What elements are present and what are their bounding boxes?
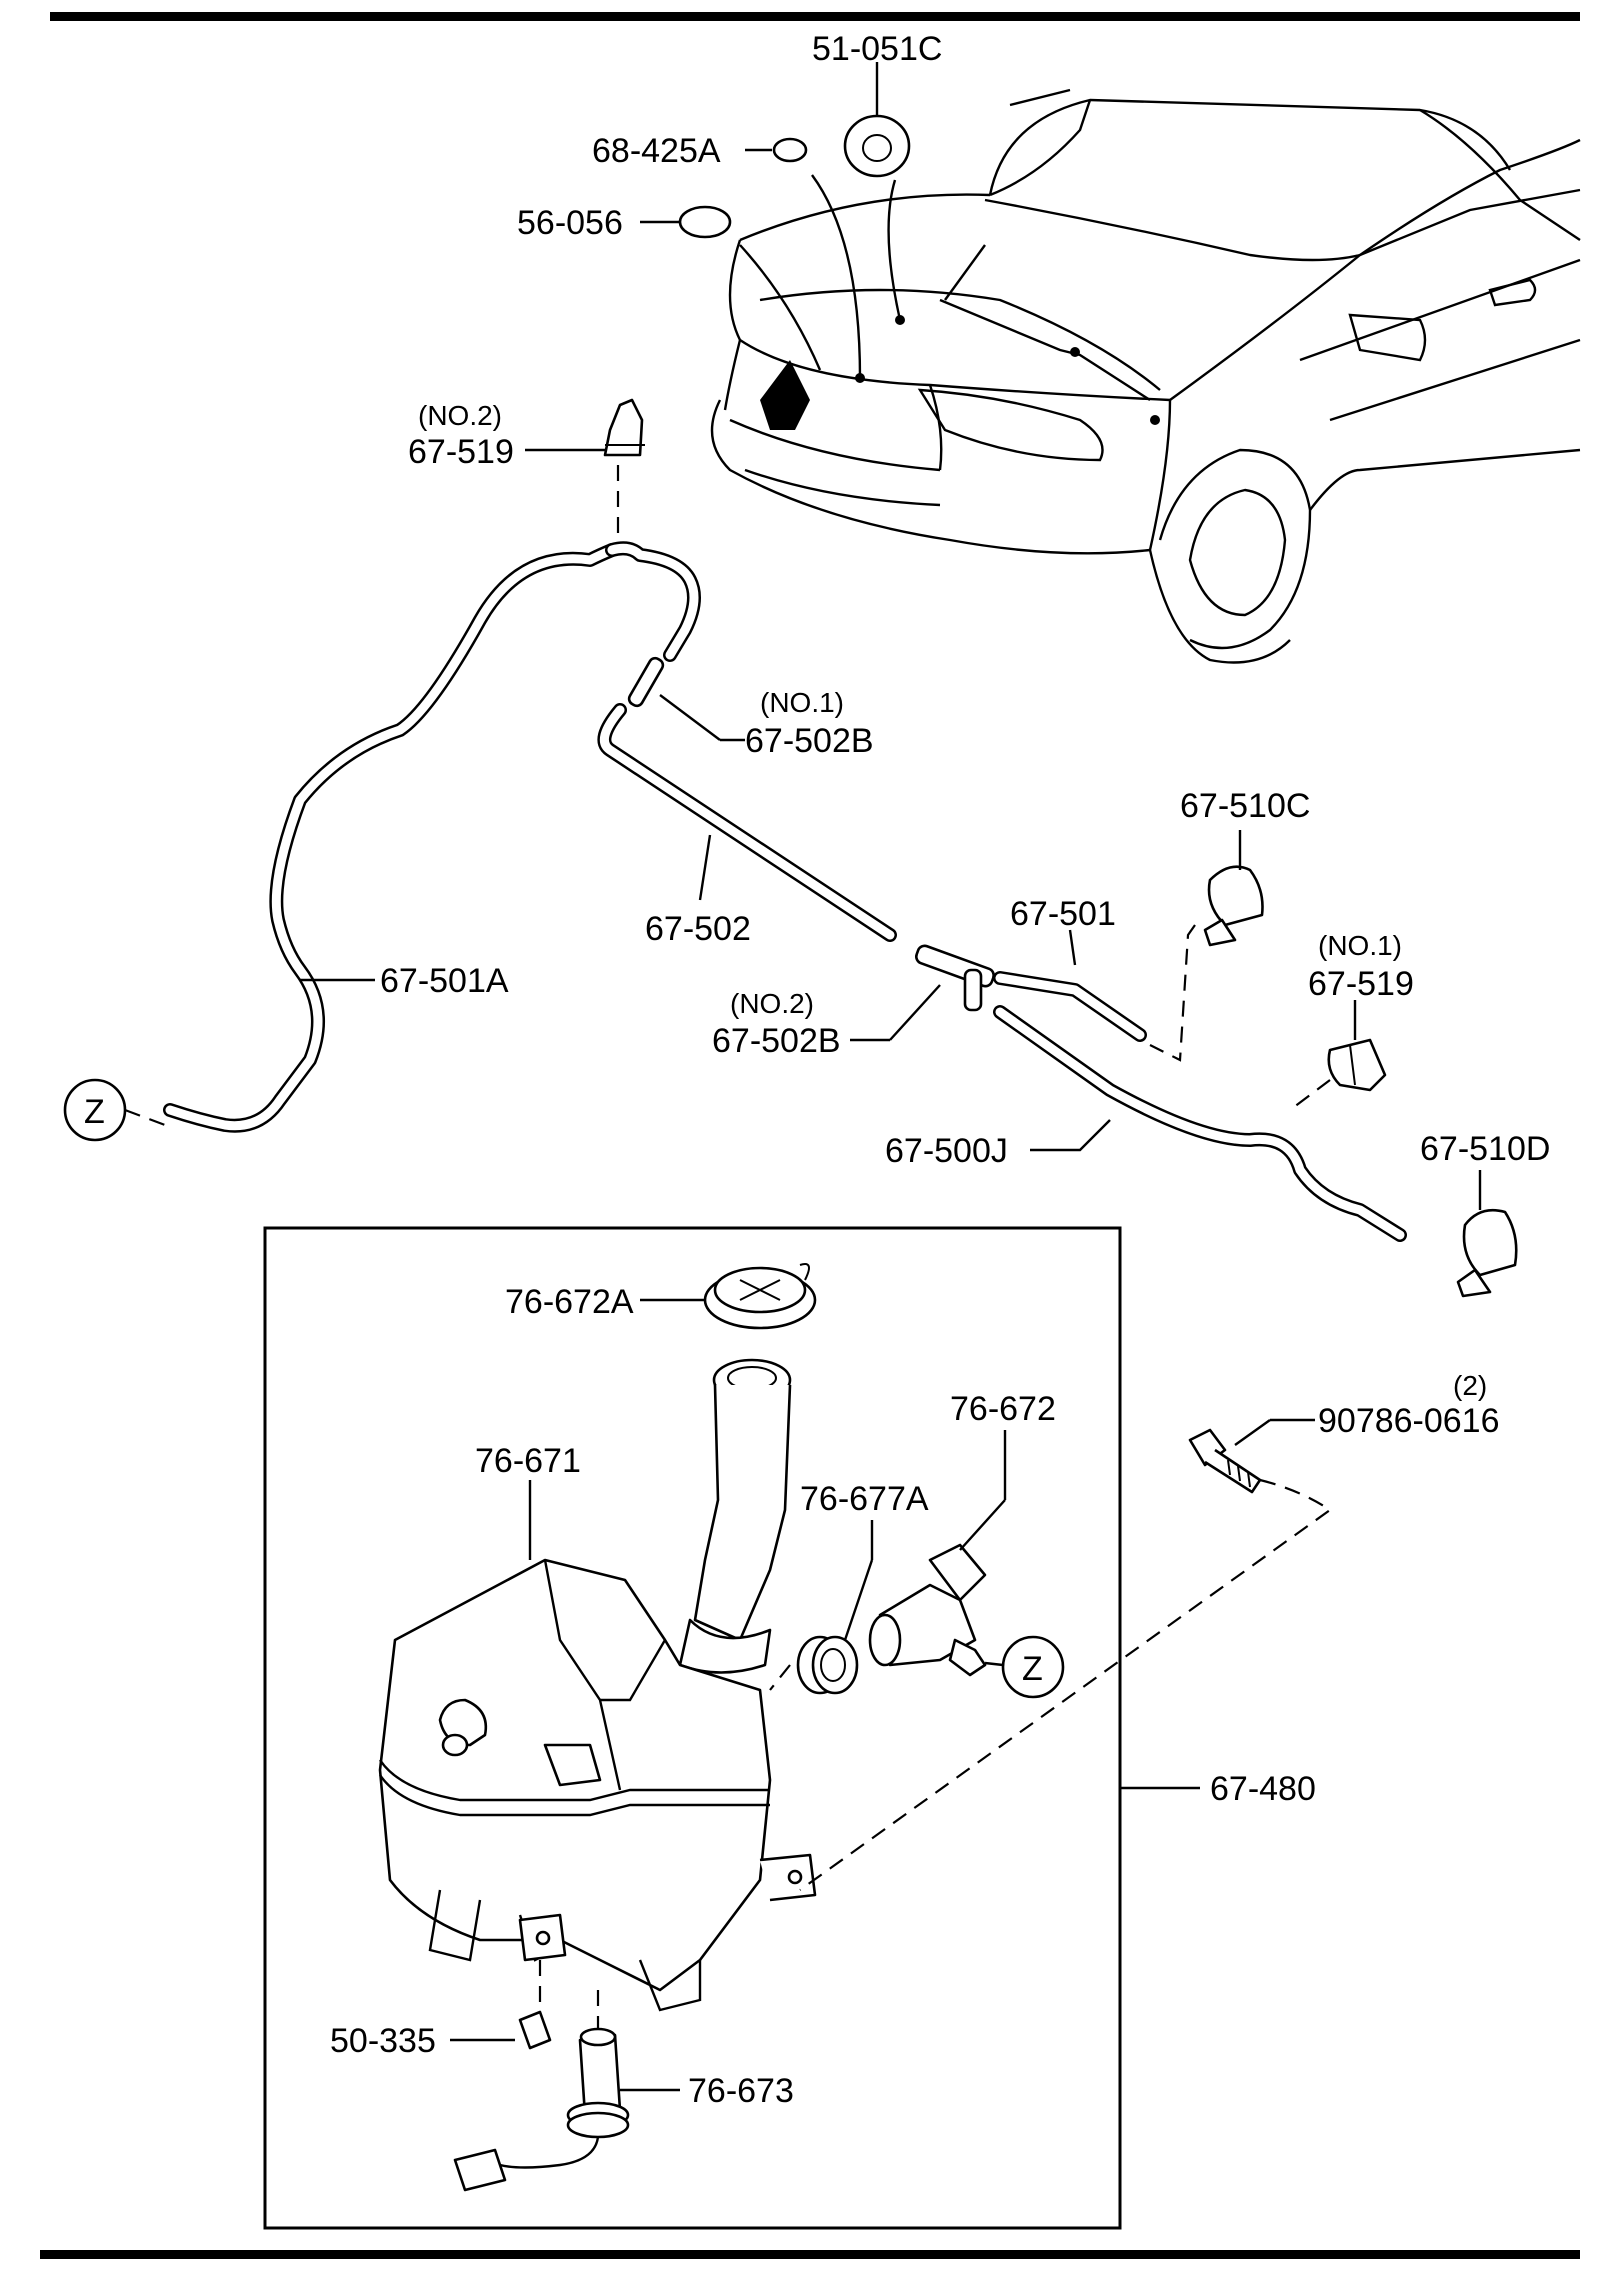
part-68-425A-plug [745,137,808,163]
label-67-519-no2-sub: (NO.2) [418,400,502,431]
z-callout-left [63,1078,166,1142]
z-callout-right [984,1635,1065,1699]
label-67-519-no1-sub: (NO.1) [1318,930,1402,961]
z-label-left: Z [84,1093,105,1131]
z-label-right: Z [1022,1650,1043,1688]
part-56-056-plug [640,205,732,239]
label-67-510D: 67-510D [1420,1130,1550,1168]
grommet-76-677A [796,1520,874,1695]
label-67-502B-no2: 67-502B [712,1022,841,1060]
filler-neck [678,1358,792,1674]
label-76-672A: 76-672A [505,1283,634,1321]
hose-67-500J [993,1005,1407,1242]
hose-67-501 [993,971,1147,1042]
label-68-425A: 68-425A [592,132,721,170]
label-76-671: 76-671 [475,1442,581,1480]
clip-67-519-no1 [1289,1000,1387,1111]
label-67-501: 67-501 [1010,895,1116,933]
bolt-90786-0616 [799,1418,1332,1891]
label-67-501A: 67-501A [380,962,509,1000]
label-67-480: 67-480 [1210,1770,1316,1808]
label-67-519-no2: 67-519 [408,433,514,471]
nozzle-dot-4 [1150,415,1160,425]
nozzle-dot-3 [1070,347,1080,357]
cap-76-672A [640,1263,817,1330]
nozzle-67-510C [1149,830,1264,1062]
label-51-051C: 51-051C [812,30,942,68]
label-67-519-no1: 67-519 [1308,965,1414,1003]
connector-67-502B-no2 [850,944,995,1042]
label-90786-0616: 90786-0616 [1318,1402,1500,1440]
connector-67-502B-no1 [627,656,745,742]
label-50-335: 50-335 [330,2022,436,2060]
label-76-677A: 76-677A [800,1480,929,1518]
hose-67-501A [163,541,701,1133]
label-67-502B-no1: 67-502B [745,722,874,760]
nozzle-67-510D [1456,1170,1518,1298]
label-76-672: 76-672 [950,1390,1056,1428]
label-56-056: 56-056 [517,204,623,242]
nut-50-335 [450,1960,552,2050]
label-67-502B-no2-sub: (NO.2) [730,988,814,1019]
car-bottle-silhouette [760,360,810,430]
label-76-673: 76-673 [688,2072,794,2110]
part-51-051C-grommet [843,62,911,178]
car-illustration [710,88,1581,664]
clip-67-519-no2 [525,398,645,540]
bottom-rule [40,2250,1580,2259]
label-67-510C: 67-510C [1180,787,1310,825]
hose-67-502 [597,703,897,942]
top-rule [50,12,1580,21]
label-67-502B-no1-sub: (NO.1) [760,687,844,718]
label-67-502: 67-502 [645,910,751,948]
tank-76-671 [378,1480,817,2012]
label-67-500J: 67-500J [885,1132,1008,1170]
motor-76-673 [453,1990,680,2192]
pump-76-672 [868,1430,1007,1677]
label-90786-qty: (2) [1453,1370,1487,1401]
assembly-box-67-480 [263,1226,1122,2230]
